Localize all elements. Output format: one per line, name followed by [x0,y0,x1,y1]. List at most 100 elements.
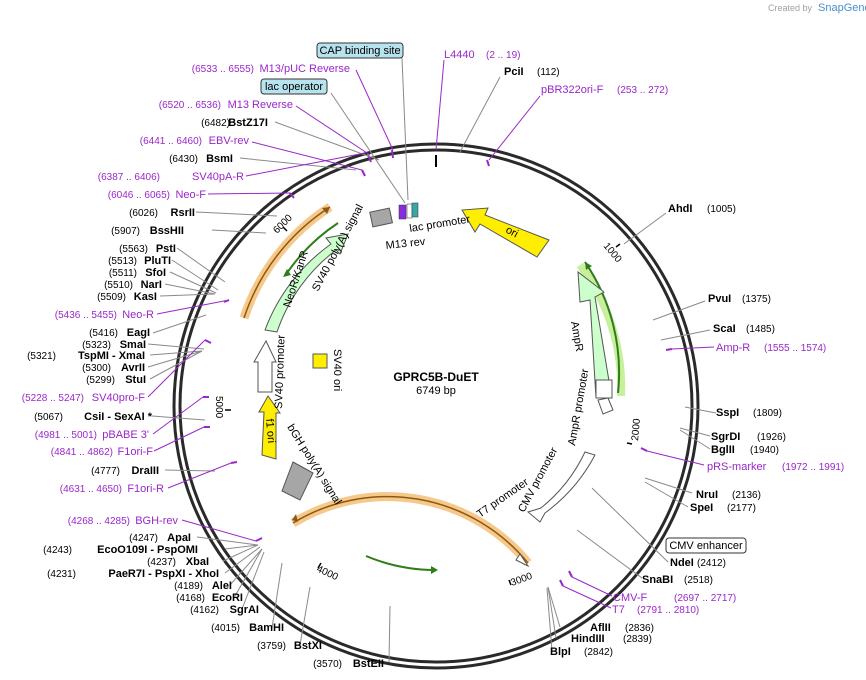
orf-green-bottom-head [431,566,438,574]
enzyme-name: AleI [212,580,232,592]
feature-label-ampr: AmpR [568,320,585,352]
orf-green-amp [584,261,621,394]
feature-cap-binding-site[interactable] [398,204,407,220]
enzyme-name: SspI [716,407,739,419]
primer-name: L4440 [444,49,475,61]
enzyme-pos: (4231) [47,569,76,580]
primer-range: (6046 .. 6065) [108,190,170,201]
enzyme-pos: (2412) [697,558,726,569]
primer-name: Amp-R [716,342,750,354]
box-cap-binding-site [316,42,404,59]
enzyme-pos: (4777) [91,466,120,477]
box-lac-operator [260,78,328,95]
enzyme-name: PvuI [708,293,731,305]
primer-name: CMV-F [613,592,648,604]
enzyme-labels-left: (6482) BstZ17I (6430) BsmI (6026) RsrII … [27,117,384,670]
enzyme-pos: (2518) [684,575,713,586]
enzyme-pos: (5300) [82,363,111,374]
feature-label-m13-rev: M13 rev [385,236,426,252]
enzyme-name: NarI [141,279,162,291]
tick-1000 [615,243,621,248]
tick-2000 [626,442,633,445]
plasmid-name: GPRC5B-DuET [393,370,479,384]
enzyme-pos: (2842) [584,647,613,658]
enzyme-name: SgrDI [711,431,740,443]
feature-lac-operator[interactable] [411,202,419,218]
enzyme-name: BsmI [206,153,233,165]
tick-label-4000: 4000 [315,564,340,584]
enzyme-pos: (2177) [727,503,756,514]
enzyme-name: AflII [590,622,611,634]
primer-leaders [147,59,715,609]
primer-name: M13/pUC Reverse [260,63,350,75]
feature-t7-promoter-arrow[interactable] [515,553,530,568]
orf-neo-arrowhead [322,207,330,214]
orf-gprc5b-line [292,495,529,564]
snapgene-logo: SnapGene [818,2,866,14]
primer-stubs [203,149,673,587]
label-cmv-enhancer: CMV enhancer [669,540,743,552]
enzyme-name: SnaBI [642,574,673,586]
enzyme-pos: (5321) [27,351,56,362]
label-cap-binding-site: CAP binding site [319,45,400,57]
box-cmv-enhancer [665,537,747,554]
feature-ampr-arrow[interactable] [577,270,612,399]
primer-name: F1ori-R [127,483,164,495]
enzyme-name: XbaI [186,556,209,568]
enzyme-pos: (5323) [82,340,111,351]
primer-range: (1555 .. 1574) [764,343,826,354]
enzyme-name: BstXI [294,640,322,652]
enzyme-name: SgrAI [230,604,259,616]
label-lac-operator: lac operator [265,81,323,93]
primer-name: F1ori-F [118,446,154,458]
backbone-outer [172,142,700,670]
enzyme-pos: (6430) [169,154,198,165]
feature-sv40-polya[interactable] [369,207,394,228]
primer-name: SV40pA-R [192,171,244,183]
primer-range: (1972 .. 1991) [782,462,844,473]
feature-label-f1ori: f1 ori [263,418,277,443]
feature-ori-arrow[interactable] [461,207,550,258]
enzyme-pos: (5513) [108,256,137,267]
enzyme-pos: (1809) [753,408,782,419]
enzyme-pos: (5416) [89,328,118,339]
feature-lac-promoter[interactable] [406,203,413,219]
enzyme-pos: (2136) [732,490,761,501]
enzyme-name: BamHI [249,622,284,634]
primer-name: Neo-F [175,189,206,201]
enzyme-pos: (5511) [109,268,137,279]
feature-neor-arrow[interactable] [264,233,349,333]
feature-ampr-promoter-arrow[interactable] [597,397,614,415]
enzyme-name: HindIII [571,633,605,645]
feature-label-sv40-ori: SV40 ori [331,349,343,391]
enzyme-pos: (1940) [750,445,779,456]
enzyme-pos: (4237) [147,557,176,568]
enzyme-pos: (3759) [257,641,286,652]
primer-range: (2 .. 19) [486,50,520,61]
enzyme-pos: (3570) [313,659,342,670]
primer-range: (5436 .. 5455) [55,310,117,321]
enzyme-name: ScaI [713,323,736,335]
tick-label-5000: 5000 [213,396,224,419]
feature-label-ampr-promoter: AmpR promoter [566,368,591,447]
feature-sv40-promoter-arrow[interactable] [253,339,277,393]
feature-bgh-polya[interactable] [281,461,314,501]
enzyme-pos: (1005) [707,204,736,215]
enzyme-name: StuI [125,374,146,386]
enzyme-labels-right: PciI (112) AhdI (1005) PvuI (1375) ScaI … [504,66,786,658]
enzyme-name: BglII [711,444,735,456]
feature-label-sv40-promoter: SV40 promoter [273,334,288,409]
primer-range: (6533 .. 6555) [192,64,254,75]
tick-4000 [317,562,322,569]
feature-sv40-ori[interactable] [312,353,328,369]
enzyme-pos: (2836) [625,623,654,634]
enzyme-pos: (5563) [119,244,148,255]
enzyme-pos: (5907) [111,226,140,237]
enzyme-name: SmaI [120,339,146,351]
orf-gprc5b-arrowhead [292,514,298,522]
feature-cmv-promoter-arrow[interactable] [526,451,596,523]
enzyme-name: RsrII [171,207,195,219]
feature-f1ori-arrow[interactable] [258,395,281,460]
primer-name: M13 Reverse [228,99,293,111]
